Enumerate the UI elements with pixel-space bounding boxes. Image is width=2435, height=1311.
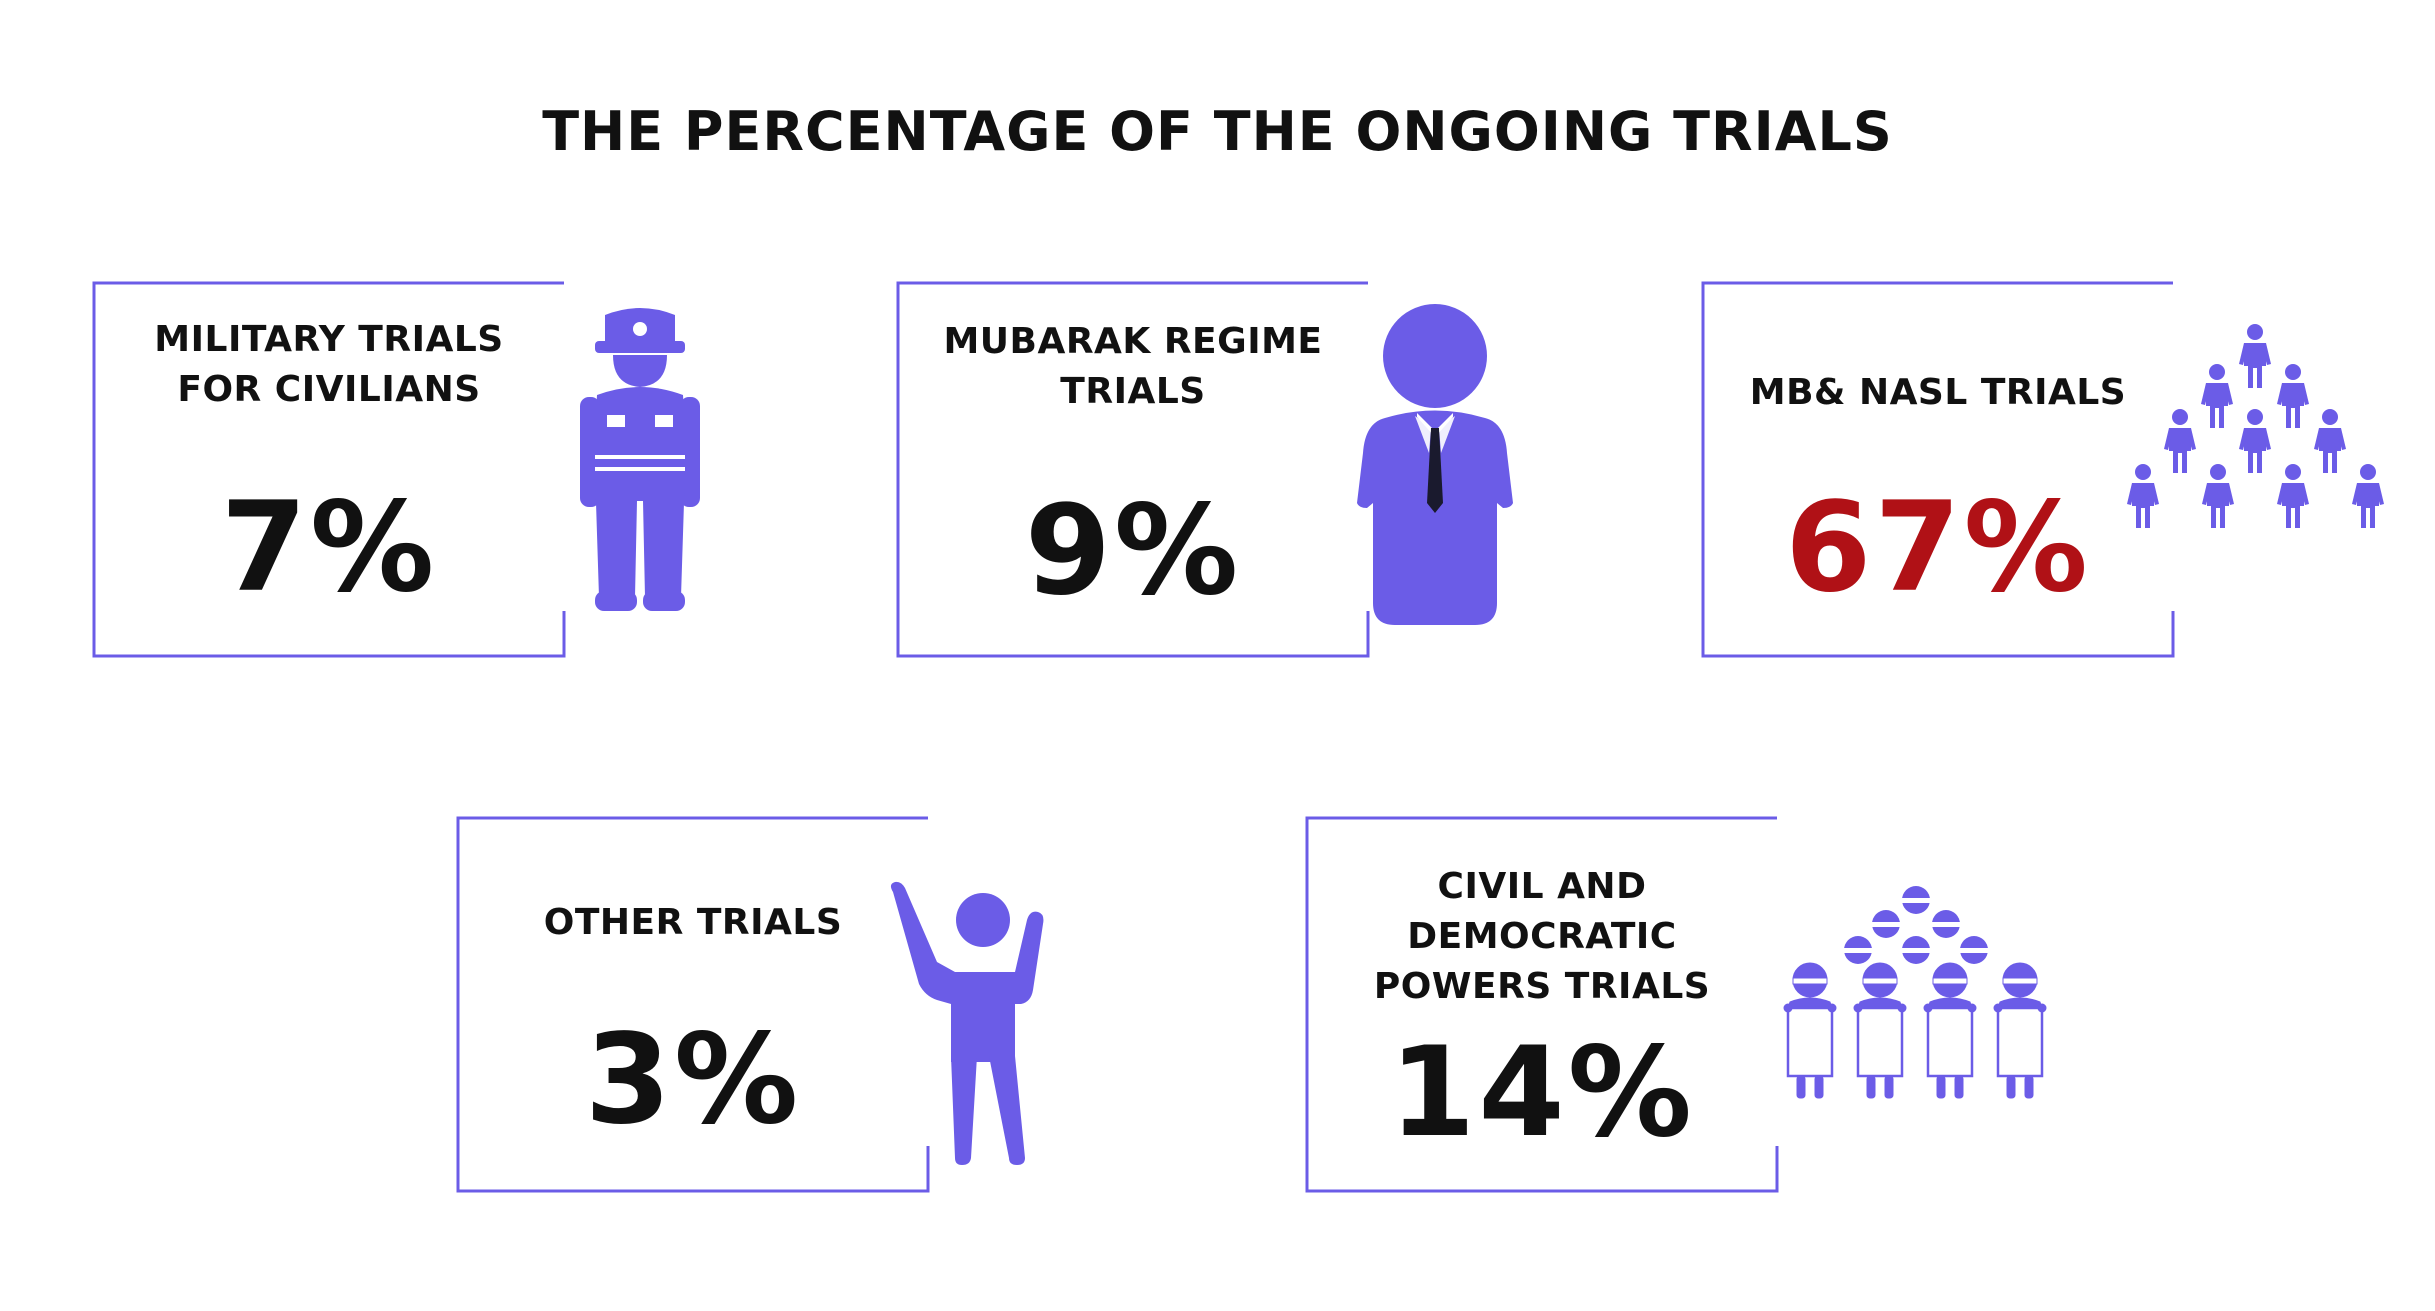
card-percent: 3%	[584, 1008, 802, 1152]
card-percent: 7%	[220, 476, 438, 620]
crowd-icon	[2115, 322, 2405, 557]
card-frame	[896, 281, 1370, 658]
card-frame	[1305, 816, 1779, 1193]
card-label: CIVIL AND DEMOCRATIC POWERS TRIALS	[1312, 862, 1772, 1012]
card-label-line1: OTHER TRIALS	[543, 902, 843, 943]
card-percent: 67%	[1785, 476, 2091, 620]
card-label: OTHER TRIALS	[488, 898, 898, 948]
card-frame	[92, 281, 566, 658]
card-other-trials: OTHER TRIALS 3%	[456, 816, 930, 1193]
card-civil-democratic-trials: CIVIL AND DEMOCRATIC POWERS TRIALS 14%	[1305, 816, 1779, 1193]
card-label-line1: MB& NASL TRIALS	[1749, 372, 2127, 413]
card-percent: 14%	[1389, 1021, 1695, 1165]
card-label-line2: TRIALS	[1060, 371, 1206, 412]
card-label: MB& NASL TRIALS	[1733, 368, 2143, 418]
card-frame	[1701, 281, 2175, 658]
protesters-icon	[1770, 880, 2060, 1115]
card-mubarak-regime-trials: MUBARAK REGIME TRIALS 9%	[896, 281, 1370, 658]
card-frame	[456, 816, 930, 1193]
card-label-line1: CIVIL AND DEMOCRATIC	[1407, 866, 1677, 957]
businessman-icon	[1355, 303, 1515, 628]
soldier-icon	[575, 305, 705, 615]
waving-person-icon	[885, 880, 1075, 1165]
card-percent: 9%	[1024, 479, 1242, 623]
card-label-line2: FOR CIVILIANS	[177, 369, 481, 410]
card-label: MUBARAK REGIME TRIALS	[928, 317, 1338, 417]
card-label-line2: POWERS TRIALS	[1373, 966, 1711, 1007]
card-label-line1: MUBARAK REGIME	[943, 321, 1323, 362]
card-military-trials: MILITARY TRIALS FOR CIVILIANS 7%	[92, 281, 566, 658]
card-label: MILITARY TRIALS FOR CIVILIANS	[124, 315, 534, 415]
page-title: THE PERCENTAGE OF THE ONGOING TRIALS	[542, 100, 1893, 163]
card-mb-nasl-trials: MB& NASL TRIALS 67%	[1701, 281, 2175, 658]
card-label-line1: MILITARY TRIALS	[154, 319, 504, 360]
